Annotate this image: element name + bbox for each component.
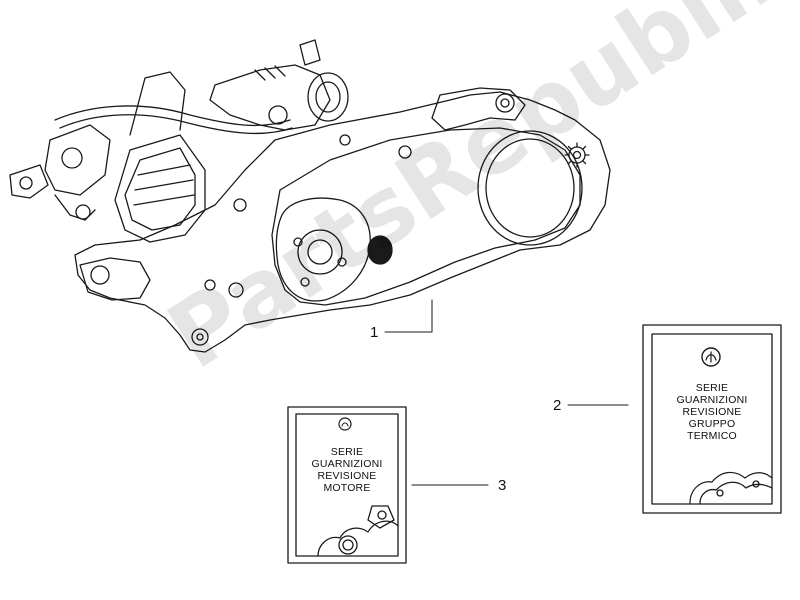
- callout-number-2: 2: [553, 397, 562, 414]
- thermal-kit-label: SERIE GUARNIZIONI REVISIONE GRUPPO TERMI…: [652, 382, 772, 442]
- engine-kit-line: REVISIONE: [317, 470, 377, 482]
- thermal-kit-line: GRUPPO: [688, 418, 736, 430]
- thermal-gasket-kit-card: [642, 324, 782, 514]
- engine-kit-line: MOTORE: [323, 482, 371, 494]
- gear-icon: [564, 142, 590, 168]
- callout-number-3: 3: [498, 477, 507, 494]
- thermal-kit-line: SERIE: [695, 382, 729, 394]
- thermal-kit-line: REVISIONE: [682, 406, 742, 418]
- engine-kit-label: SERIE GUARNIZIONI REVISIONE MOTORE: [296, 446, 398, 494]
- piaggio-logo-icon: [701, 347, 721, 367]
- engine-kit-line: GUARNIZIONI: [311, 458, 383, 470]
- engine-gasket-kit-card: [287, 406, 407, 564]
- engine-assembly: [9, 39, 611, 353]
- engine-kit-line: SERIE: [330, 446, 364, 458]
- callout-number-1: 1: [370, 324, 379, 341]
- piaggio-logo-icon: [338, 417, 352, 431]
- callout-1-leader: [384, 299, 433, 333]
- thermal-kit-line: TERMICO: [687, 430, 737, 442]
- thermal-kit-line: GUARNIZIONI: [676, 394, 748, 406]
